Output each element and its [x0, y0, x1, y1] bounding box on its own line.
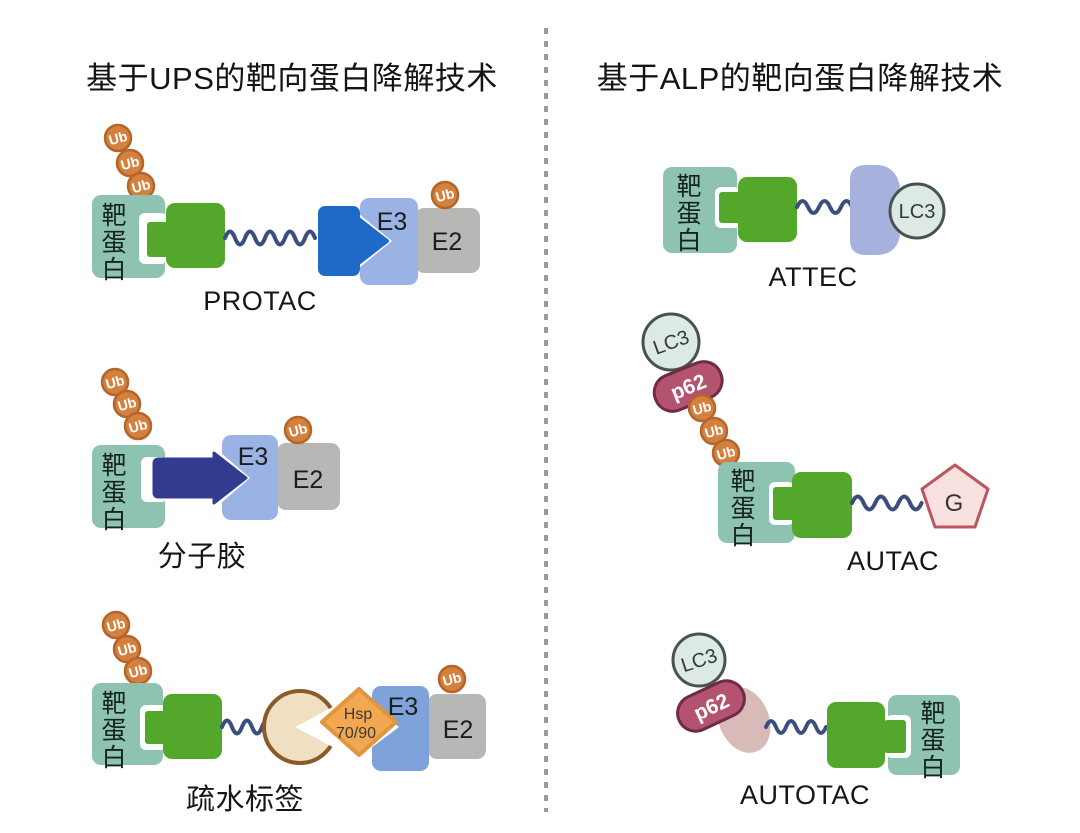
lc3-circle [641, 312, 701, 372]
ub-label: Ub [434, 185, 456, 205]
ubiquitin-icon [115, 148, 145, 178]
e3-label: E3 [377, 208, 408, 236]
ubiquitin-icon [687, 393, 717, 423]
ubiquitin-icon [101, 610, 131, 640]
ligand-block [827, 702, 885, 768]
lc3-binder-blob [850, 165, 900, 255]
ligand-block [738, 177, 797, 242]
hydrophobic-tag-diagram: Ub Ub Ub Ub Hsp 70/90 E3 E2 [92, 610, 486, 771]
p62-shape [676, 679, 746, 733]
protac-caption: PROTAC [203, 286, 317, 316]
alp-section-title: 基于ALP的靶向蛋白降解技术 [596, 61, 1004, 96]
ubiquitin-icon [103, 123, 133, 153]
ligand-tab [884, 720, 906, 753]
attec-caption: ATTEC [768, 262, 858, 292]
ligand-tab [145, 711, 167, 744]
hsp-label-line1: Hsp [344, 706, 373, 723]
ub-label: Ub [127, 661, 149, 681]
ligand-tab [719, 192, 741, 223]
e3-label: E3 [388, 693, 419, 721]
target-protein-label: 靶蛋白 [673, 173, 701, 254]
ubiquitin-icon [437, 664, 467, 694]
molecular-glue-diagram: Ub Ub Ub Ub E3 E2 [92, 367, 340, 528]
e3-box [222, 435, 278, 520]
autotac-caption: AUTOTAC [739, 780, 871, 810]
ubiquitin-icon [430, 180, 460, 210]
lc3-circle [888, 182, 946, 240]
protac-diagram: Ub Ub Ub Ub E3 E2 [92, 123, 480, 285]
lc3-circle [671, 632, 727, 688]
ub-label: Ub [116, 639, 138, 659]
ups-section-title: 基于UPS的靶向蛋白降解技术 [86, 61, 498, 96]
ligand-block [792, 472, 852, 538]
e3-binder-arrow [318, 206, 360, 276]
e2-box [428, 694, 486, 759]
section-divider [544, 28, 548, 812]
ub-label: Ub [116, 394, 138, 414]
ubiquitin-icon [283, 415, 313, 445]
ub-label: Ub [127, 416, 149, 436]
autac-diagram: LC3 p62 Ub Ub Ub G [641, 312, 990, 543]
e2-label: E2 [293, 466, 324, 494]
target-protein-label: 靶蛋白 [98, 690, 126, 771]
hsp-label-line2: 70/90 [336, 725, 376, 742]
p62-capsule: p62 [676, 679, 746, 733]
ub-label: Ub [104, 372, 126, 392]
attec-diagram: LC3 [663, 165, 946, 255]
ubiquitin-icon [123, 411, 153, 441]
e3-label: E3 [238, 443, 269, 471]
guanine-pentagon [920, 463, 990, 529]
ub-label: Ub [715, 443, 737, 463]
target-protein-label: 靶蛋白 [727, 468, 755, 549]
autac-caption: AUTAC [846, 546, 940, 576]
e2-label: E2 [432, 228, 463, 256]
linker-wave [764, 719, 828, 735]
e3-box [372, 686, 429, 771]
ub-label: Ub [441, 669, 463, 689]
ligand-block [163, 694, 222, 759]
target-protein-label: 靶蛋白 [98, 202, 126, 283]
ub-label: Ub [119, 153, 141, 173]
lc3-label: LC3 [899, 201, 936, 223]
molecular-glue-arrow [152, 451, 248, 505]
linker-wave [795, 199, 854, 215]
ub-label: Ub [130, 176, 152, 196]
e2-box [415, 208, 480, 273]
ub-label: Ub [691, 398, 713, 418]
ubiquitin-icon [699, 416, 729, 446]
guanine-label: G [945, 490, 964, 517]
e2-label: E2 [443, 716, 474, 744]
target-protein-label: 靶蛋白 [98, 452, 126, 533]
hsp7090-diamond [320, 687, 398, 757]
ligand-block [166, 203, 225, 268]
ligand-tab [773, 487, 795, 520]
e3-binder-arrow-head [354, 215, 389, 267]
target-protein-label: 靶蛋白 [917, 700, 945, 781]
hydrophobic-tag-caption: 疏水标签 [185, 784, 305, 816]
ubiquitin-icon [100, 367, 130, 397]
autotac-diagram: LC3 p62 [671, 632, 960, 775]
ub-label: Ub [107, 128, 129, 148]
ub-label: Ub [105, 615, 127, 635]
molecular-glue-caption: 分子胶 [157, 541, 247, 573]
ub-label: Ub [703, 421, 725, 441]
ub-label: Ub [287, 420, 309, 440]
linker-wave [223, 229, 317, 247]
e2-box [277, 443, 340, 510]
linker-wave [850, 494, 924, 512]
ligand-tab [147, 222, 169, 257]
